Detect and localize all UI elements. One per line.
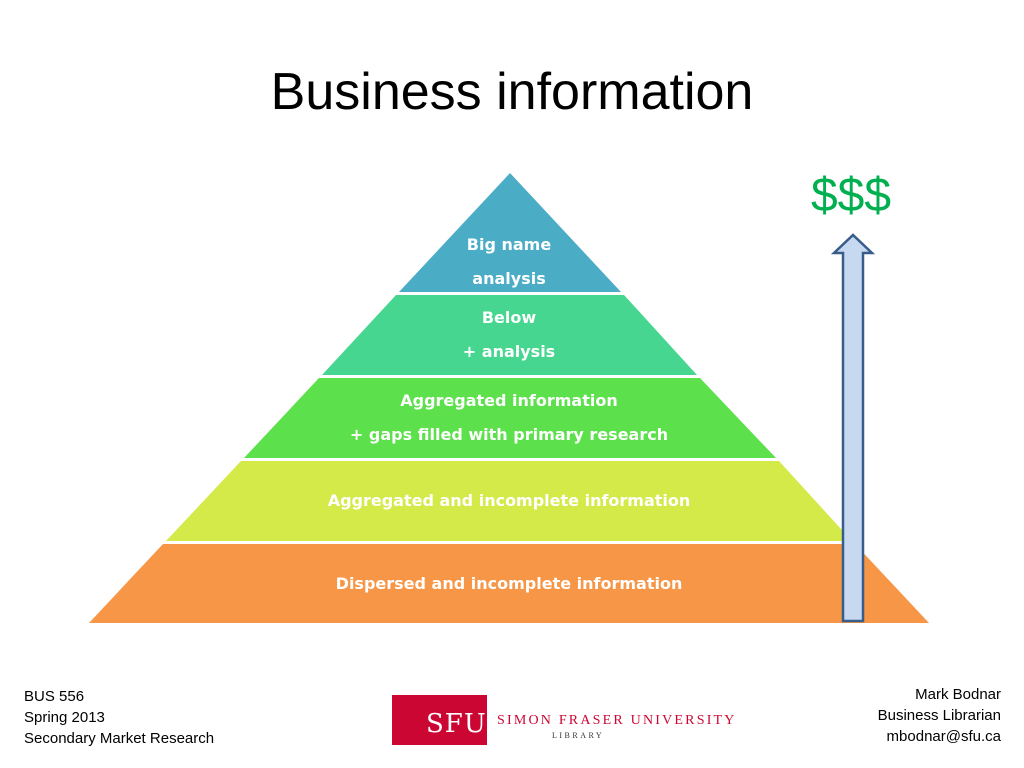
pyramid-layer-3-label-2: + gaps filled with primary research — [350, 425, 668, 444]
sfu-logo-mark: SFU — [392, 695, 487, 745]
pyramid-layer-5-label-1: Dispersed and incomplete information — [336, 574, 683, 593]
pyramid-layer-1-shape — [399, 173, 621, 292]
sfu-logo-mark-text: SFU — [426, 709, 487, 739]
presenter-name: Mark Bodnar — [915, 686, 1001, 703]
pyramid-layer-4-label-1: Aggregated and incomplete information — [328, 491, 691, 510]
sfu-logo-name: SIMON FRASER UNIVERSITY — [497, 713, 737, 728]
dollar-signs-label: $$$ — [811, 169, 891, 222]
sfu-library-logo: SFU SIMON FRASER UNIVERSITY LIBRARY — [392, 695, 734, 745]
pyramid-layer-1-label-1: Big name — [467, 235, 552, 254]
value-up-arrow — [830, 233, 876, 623]
pyramid-layer-2-label-2: + analysis — [463, 342, 555, 361]
pyramid-layer-2-shape — [322, 295, 697, 375]
course-code: BUS 556 — [24, 688, 85, 705]
presenter-info: Mark Bodnar Business Librarian mbodnar@s… — [878, 684, 1001, 747]
slide-title: Business information — [270, 63, 754, 121]
pyramid-layer-3-label-1: Aggregated information — [400, 391, 618, 410]
course-name: Secondary Market Research — [24, 730, 215, 747]
presenter-email: mbodnar@sfu.ca — [886, 728, 1001, 745]
sfu-logo-sub: LIBRARY — [552, 731, 605, 740]
pyramid-layer-3-shape — [244, 378, 776, 458]
pyramid-layer-2-label-1: Below — [482, 308, 537, 327]
pyramid-layer-4-shape — [166, 461, 852, 541]
presenter-role: Business Librarian — [877, 707, 1001, 724]
pyramid-layer-1-label-2: analysis — [472, 269, 545, 288]
pyramid-layer-5-shape — [89, 544, 929, 623]
course-term: Spring 2013 — [24, 709, 105, 726]
course-info: BUS 556 Spring 2013 Secondary Market Res… — [24, 686, 214, 749]
